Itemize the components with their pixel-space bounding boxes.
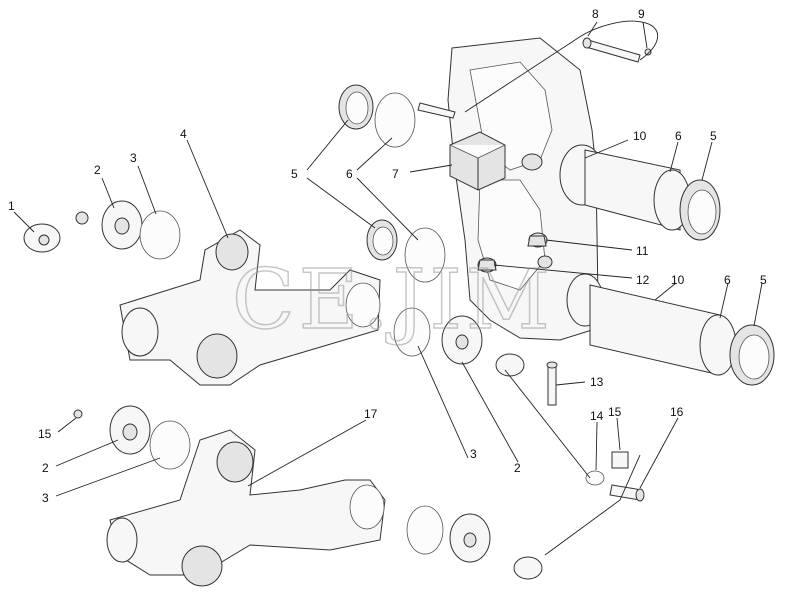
gasket-3-center — [393, 307, 431, 357]
callout-10-upper: 10 — [633, 129, 647, 143]
small-nut-near-1 — [75, 211, 89, 225]
callout-2-lower-left: 2 — [42, 461, 49, 475]
nut-11 — [527, 235, 547, 247]
bolt-13 — [546, 361, 558, 406]
callout-5-lower-right: 5 — [760, 273, 767, 287]
callout-6-center: 6 — [346, 167, 353, 181]
callout-3-upper-left: 3 — [130, 151, 137, 165]
cover-2-center — [441, 315, 483, 365]
gasket-3-upper — [139, 210, 181, 260]
cover-2-bottom — [449, 513, 491, 563]
callout-2-bottom: 2 — [514, 461, 521, 475]
upper-seal-6 — [374, 92, 416, 148]
small-pin-near-frame — [417, 102, 456, 119]
callout-1: 1 — [8, 199, 15, 213]
callout-10-lower: 10 — [671, 273, 685, 287]
lower-lever-17 — [106, 429, 386, 587]
callout-5-upper-right: 5 — [710, 129, 717, 143]
fitting-15-right — [611, 451, 629, 469]
callout-5-center: 5 — [291, 167, 298, 181]
watermark: CE.JIM — [232, 253, 554, 348]
washer-14 — [585, 470, 605, 486]
upper-lever-4 — [119, 229, 381, 386]
cover-2-lower — [109, 405, 151, 455]
callout-16: 16 — [670, 405, 684, 419]
plate-center — [495, 353, 525, 377]
callout-2-upper-left: 2 — [94, 163, 101, 177]
gasket-3-bottom — [406, 505, 444, 555]
callout-numbers: 1 2 3 4 5 6 7 8 9 10 6 5 11 12 10 6 5 13… — [8, 7, 767, 505]
plate-bottom — [513, 556, 543, 580]
callout-17: 17 — [364, 407, 378, 421]
callout-6-lower-right: 6 — [724, 273, 731, 287]
leader-lines — [13, 21, 763, 497]
bolt-16 — [609, 484, 645, 502]
lower-shaft-assembly — [589, 284, 775, 386]
callout-9: 9 — [638, 7, 645, 21]
callout-3-lower-left: 3 — [42, 491, 49, 505]
callout-7: 7 — [392, 167, 399, 181]
callout-6-upper-right: 6 — [675, 129, 682, 143]
part-7-block — [449, 131, 506, 191]
callout-4: 4 — [180, 127, 187, 141]
nipple-15-left — [73, 409, 83, 419]
gasket-3-lower — [149, 420, 191, 470]
pin-8 — [582, 37, 641, 63]
upper-bushing-5 — [338, 84, 374, 130]
nut-12 — [477, 259, 497, 271]
callout-13: 13 — [590, 375, 604, 389]
callout-8: 8 — [592, 7, 599, 21]
lower-seal-6 — [404, 227, 446, 283]
upper-shaft-assembly — [584, 149, 721, 241]
cotter-9 — [644, 48, 652, 56]
callout-3-bottom: 3 — [470, 447, 477, 461]
grouping-loops — [504, 20, 659, 556]
callout-14: 14 — [590, 409, 604, 423]
part-1-fitting — [23, 223, 61, 253]
cover-2-upper — [101, 200, 143, 250]
callout-12: 12 — [636, 273, 650, 287]
lower-bushing-5 — [366, 219, 398, 261]
callout-15-left: 15 — [38, 427, 52, 441]
callout-11: 11 — [636, 244, 649, 258]
callout-15-right: 15 — [608, 405, 622, 419]
